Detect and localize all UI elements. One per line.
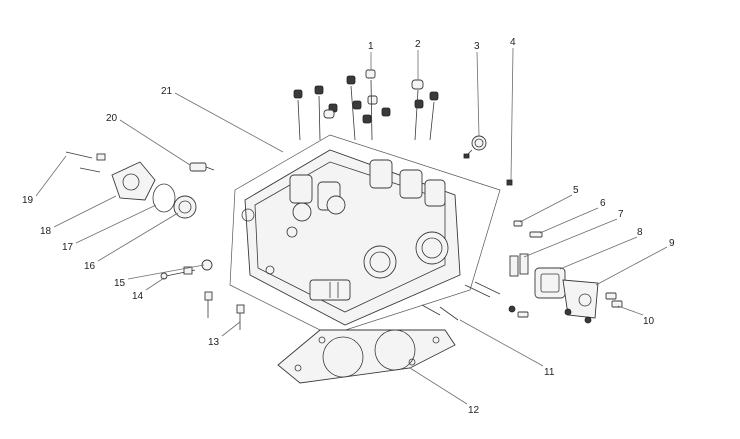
callout-3: 3 [474,41,480,52]
part-14-bolt [160,266,196,280]
callout-2: 2 [415,39,421,50]
callout-7: 7 [618,209,624,220]
callout-15: 15 [114,278,126,289]
callout-21: 21 [161,86,173,97]
part-11-studs [421,281,529,321]
callout-5: 5 [573,185,579,196]
part-9-cover [562,279,599,324]
callout-17: 17 [62,242,74,253]
cylinder-head [241,149,461,326]
leader-lines [35,47,668,405]
assembly-outline-box [229,134,501,336]
callout-12: 12 [468,405,480,416]
part-8-gasket [534,267,566,299]
part-5-fitting [513,220,523,227]
callout-4: 4 [510,37,516,48]
callout-labels: 1 2 3 4 5 6 7 8 9 10 11 12 13 14 15 16 1… [22,37,675,416]
callout-13: 13 [208,337,220,348]
callout-20: 20 [106,113,118,124]
part-12-head-gasket [277,329,456,384]
part-17-o-ring [152,183,176,213]
part-3-plug [463,135,487,159]
callout-16: 16 [84,261,96,272]
part-13-bolts [204,291,245,330]
callout-8: 8 [637,227,643,238]
callout-1: 1 [368,41,374,52]
callout-19: 19 [22,195,34,206]
callout-9: 9 [669,238,675,249]
callout-11: 11 [544,367,555,378]
part-6-fitting [529,231,543,238]
part-19-screws [65,151,106,173]
part-4-stud [506,179,513,186]
valve-tappets [293,69,439,141]
part-20-sensor [189,162,215,172]
callout-18: 18 [40,226,52,237]
part-16-thermostat [173,195,197,219]
part-18-housing [111,161,156,201]
callout-14: 14 [132,291,144,302]
callout-10: 10 [643,316,655,327]
callout-6: 6 [600,198,606,209]
part-10-bolts [605,292,623,308]
part-7-reed-block [509,253,529,277]
